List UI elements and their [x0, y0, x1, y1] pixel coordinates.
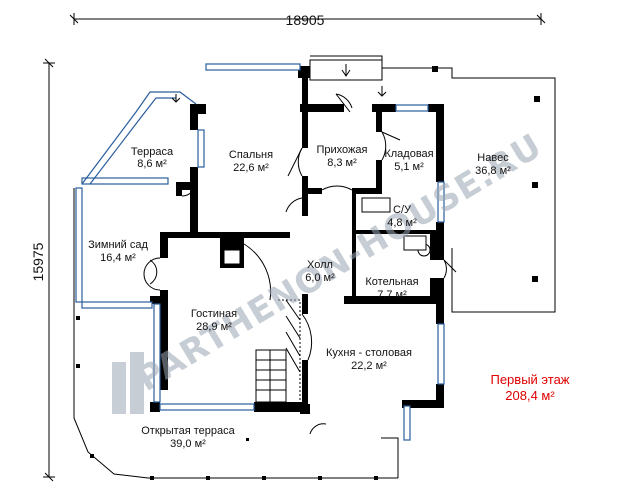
room-hallway-area: 8,3 м² [327, 157, 357, 169]
doors [143, 93, 457, 435]
room-pantry-area: 5,1 м² [394, 161, 424, 173]
room-hall-name: Холл [307, 259, 333, 271]
room-canopy-area: 36,8 м² [475, 165, 511, 177]
width-dimension: 18905 [286, 12, 325, 28]
room-living-name: Гостиная [191, 308, 237, 320]
room-bedroom-name: Спальня [229, 149, 273, 161]
room-boiler-area: 7,7 м² [377, 289, 407, 301]
dimension-lines [43, 13, 546, 482]
room-canopy-name: Навес [477, 152, 509, 164]
room-winter-garden-area: 16,4 м² [100, 252, 136, 264]
room-hallway-name: Прихожая [317, 144, 368, 156]
floor-area: 208,4 м² [505, 388, 555, 403]
windows [75, 63, 445, 441]
height-dimension: 15975 [30, 242, 46, 281]
room-open-terrace-area: 39,0 м² [170, 438, 206, 450]
room-pantry-name: Кладовая [384, 148, 433, 160]
staircase [255, 299, 301, 403]
room-bedroom-area: 22,6 м² [233, 162, 269, 174]
room-hall-area: 6,0 м² [305, 272, 335, 284]
room-kitchen-name: Кухня - столовая [326, 347, 412, 359]
room-terrace-name: Терраса [131, 146, 174, 158]
fixtures [171, 59, 431, 265]
room-living-area: 28,9 м² [196, 321, 232, 333]
room-kitchen-area: 22,2 м² [351, 360, 387, 372]
room-open-terrace-name: Открытая терраса [141, 425, 235, 437]
room-terrace-area: 8,6 м² [137, 158, 167, 170]
room-labels: Терраса 8,6 м² Спальня 22,6 м² Прихожая … [88, 144, 511, 450]
floor-title: Первый этаж [490, 372, 569, 387]
columns [76, 66, 540, 480]
room-winter-garden-name: Зимний сад [88, 239, 148, 251]
room-wc-area: 4,8 м² [387, 217, 417, 229]
room-wc-name: С/У [393, 204, 412, 216]
room-boiler-name: Котельная [365, 276, 418, 288]
